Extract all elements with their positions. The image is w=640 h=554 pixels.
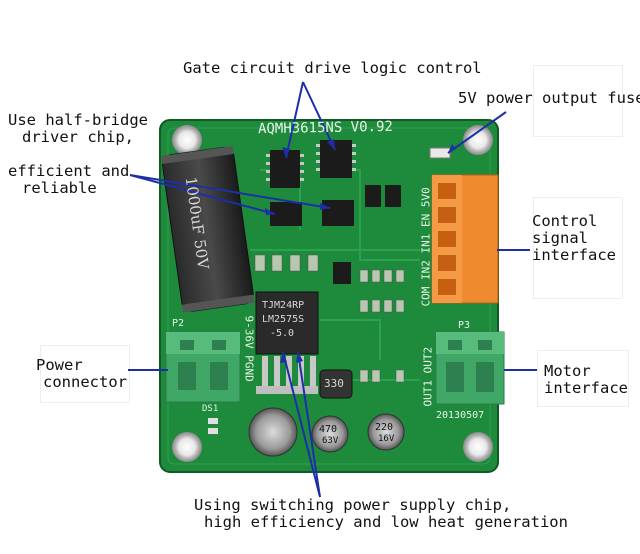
p2-label: P2: [172, 318, 185, 329]
capacitor-470: [311, 415, 349, 453]
out-label: OUT1 OUT2: [421, 346, 435, 407]
motor-label-1: Motor: [544, 362, 591, 380]
half-bridge-ic-2: [322, 200, 354, 226]
regulator-label-3: -5.0: [270, 328, 295, 339]
control-label-box: [533, 197, 623, 299]
motor-terminal: [435, 331, 505, 405]
capacitor-large-bottom: [248, 407, 298, 457]
motor-label-box: [537, 350, 629, 407]
switching-label-2: high efficiency and low heat generation: [204, 513, 568, 531]
control-terminal: [431, 174, 499, 304]
cap-470-voltage: 63V: [322, 436, 339, 446]
gate-logic-label: Gate circuit drive logic control: [183, 59, 482, 77]
switching-label-1: Using switching power supply chip,: [194, 496, 512, 514]
main-capacitor: [161, 146, 255, 313]
power-terminal: [165, 331, 241, 403]
power-label-2: connector: [43, 373, 127, 391]
board-model: AQMH3615NS V0.92: [257, 118, 393, 138]
fuse-label: 5V power output fuse: [458, 89, 640, 107]
inductor-label: 330: [324, 377, 344, 390]
control-pins-label: COM IN2 IN1 EN 5V0: [419, 187, 433, 307]
fuse-component: [429, 147, 451, 159]
control-label-3: interface: [532, 246, 616, 264]
power-label-1: Power: [36, 356, 83, 374]
regulator-chip: [255, 291, 319, 394]
cap-220-label: 220: [375, 422, 394, 433]
mount-hole-bl: [172, 432, 202, 462]
motor-label-2: interface: [544, 379, 628, 397]
inductor-330: [319, 369, 353, 399]
callout-lines: [128, 81, 537, 498]
half-bridge-label-1: Use half-bridge: [8, 111, 148, 129]
ds1-label: DS1: [202, 404, 219, 414]
logic-ic-2: [316, 140, 356, 178]
efficient-label-1: efficient and: [8, 162, 130, 180]
logic-ic-1: [266, 150, 304, 188]
capacitor-220: [367, 413, 405, 451]
efficient-label-2: reliable: [22, 179, 97, 197]
regulator-label-2: LM2575S: [262, 314, 305, 325]
mount-hole-tr: [463, 125, 493, 155]
half-bridge-ic-1: [270, 202, 302, 226]
cap-220-voltage: 16V: [378, 434, 395, 444]
p3-label: P3: [458, 320, 471, 331]
mount-hole-tl: [172, 125, 202, 155]
half-bridge-label-2: driver chip,: [22, 128, 134, 146]
control-label-2: signal: [532, 229, 588, 247]
voltage-label: 9-36V PGND: [242, 315, 256, 382]
cap-470-label: 470: [319, 424, 338, 435]
control-label-1: Control: [532, 212, 598, 230]
power-label-box: [40, 345, 130, 403]
fuse-label-box: [533, 65, 623, 137]
date-label: 20130507: [436, 410, 485, 421]
mount-hole-br: [463, 432, 493, 462]
regulator-label-1: TJM24RP: [262, 300, 305, 311]
